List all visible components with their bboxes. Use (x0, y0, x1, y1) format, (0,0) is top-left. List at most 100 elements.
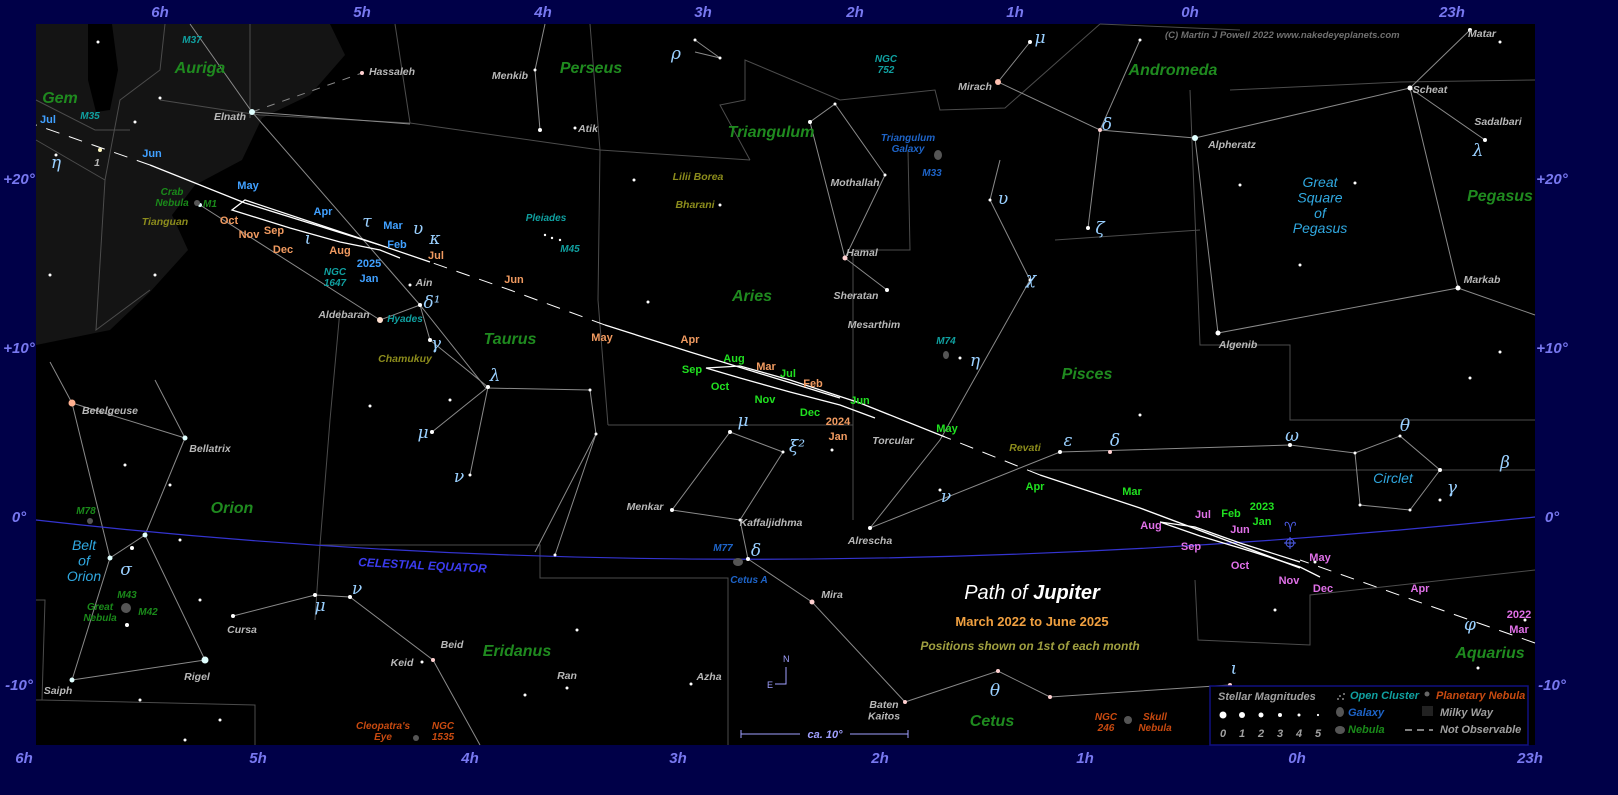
month-label-2022: Aug (1140, 520, 1161, 532)
star-dot (718, 203, 722, 207)
galaxy-icon (1336, 707, 1344, 717)
month-label-2022: Oct (1231, 560, 1250, 572)
greek-letter-label: χ (1025, 269, 1038, 289)
star-dot (178, 538, 182, 542)
star-dot (133, 120, 137, 124)
deep-sky-object (413, 735, 419, 741)
star-name: Elnath (214, 111, 246, 123)
star-dot (1313, 560, 1317, 564)
star-dot (868, 526, 872, 530)
svg-text:Milky Way: Milky Way (1440, 707, 1494, 719)
milky-way-region (36, 24, 345, 345)
constellation-label: Andromeda (1128, 62, 1218, 79)
boundary-line (1099, 23, 1241, 31)
magnitude-label: 4 (1295, 728, 1302, 740)
greek-letter-label: ι (1231, 659, 1238, 679)
constellation-line (1099, 39, 1141, 131)
constellation-label: Perseus (560, 60, 622, 77)
star-dot (313, 593, 317, 597)
ra-label-bottom: 4h (460, 750, 479, 767)
boundary-line (1054, 229, 1201, 241)
ra-label-top: 0h (1181, 4, 1199, 21)
magnitude-label: 0 (1220, 728, 1227, 740)
star-dot (938, 488, 942, 492)
open-cluster-label: Hyades (387, 314, 423, 325)
boundary-line (1189, 89, 1535, 421)
star-dot (431, 658, 435, 662)
svg-text:Galaxy: Galaxy (1348, 707, 1385, 719)
month-label-2022: Jul (1195, 509, 1211, 521)
star-dot (1138, 38, 1142, 42)
greek-letter-label: δ (1110, 431, 1120, 451)
star-name: Mesarthim (848, 319, 901, 331)
star-name: Kaffaljidhma (740, 517, 803, 529)
greek-letter-label: ν (941, 487, 951, 507)
star-dot (573, 126, 577, 130)
star-dot (98, 148, 102, 152)
star-dot (123, 463, 127, 467)
ra-label-bottom: 1h (1076, 750, 1094, 767)
star-dot (348, 595, 352, 599)
star-dot (142, 532, 148, 538)
deep-sky-object (733, 558, 743, 566)
greek-letter-label: η (970, 351, 981, 371)
stars (48, 28, 1527, 742)
star-name: Mira (821, 589, 843, 601)
constellation-line (251, 111, 411, 125)
star-dot (1353, 181, 1357, 185)
star-dot (1086, 226, 1090, 230)
constellation-line (154, 379, 186, 439)
star-name: Torcular (872, 435, 915, 447)
star-dot (360, 71, 364, 75)
greek-letter-label: κ (428, 229, 440, 249)
star-dot (68, 399, 76, 407)
asterism-label: Circlet (1373, 470, 1414, 486)
ra-label-top: 1h (1006, 4, 1024, 21)
star-dot (632, 178, 636, 182)
open-cluster-label: Pleiades (526, 213, 567, 224)
svg-text:ca. 10°: ca. 10° (808, 729, 844, 741)
ra-label-top: 2h (845, 4, 864, 21)
month-label-2024: Mar (756, 361, 776, 373)
constellation-label: Eridanus (483, 643, 552, 660)
greek-letter-label: β (1499, 453, 1510, 473)
star-dot (1192, 135, 1198, 141)
star-name: Sheratan (834, 290, 879, 302)
star-dot (218, 718, 222, 722)
svg-text:E: E (767, 680, 773, 690)
magnitude-dot (1297, 713, 1301, 717)
constellation-label: Aquarius (1454, 645, 1524, 662)
star-dot (958, 356, 962, 360)
star-dot (138, 698, 142, 702)
star-name: Sadalbari (1474, 116, 1522, 128)
constellation-line (71, 402, 111, 559)
boundary-line (35, 99, 130, 131)
star-dot (842, 255, 848, 261)
star-name: Beid (441, 639, 464, 651)
constellation-line (1409, 87, 1486, 141)
constellation-line (189, 23, 253, 113)
greek-letter-label: δ¹ (423, 293, 440, 313)
star-name: Bellatrix (189, 443, 232, 455)
star-name: Ran (557, 670, 577, 682)
star-name: 1 (94, 157, 100, 169)
deep-sky-object (194, 200, 200, 206)
greek-letter-label: ω (1285, 426, 1299, 446)
nebula-icon (1335, 726, 1345, 734)
constellation-line (199, 204, 381, 321)
nebula-label: M43 (117, 590, 137, 601)
star-dot (1028, 278, 1032, 282)
month-label-2025: Jul (40, 114, 56, 126)
star-dot (1407, 85, 1413, 91)
star-dot (1048, 695, 1052, 699)
svg-text:N: N (783, 654, 790, 664)
month-label-2023: Mar (1122, 486, 1142, 498)
constellation-label: Pegasus (1467, 188, 1533, 205)
constellation-label: Triangulum (728, 124, 815, 141)
star-dot (428, 338, 432, 342)
constellation-label: Orion (211, 500, 254, 517)
star-dot (988, 198, 992, 202)
star-dot (1455, 285, 1461, 291)
galaxy-label: M33 (922, 168, 942, 179)
